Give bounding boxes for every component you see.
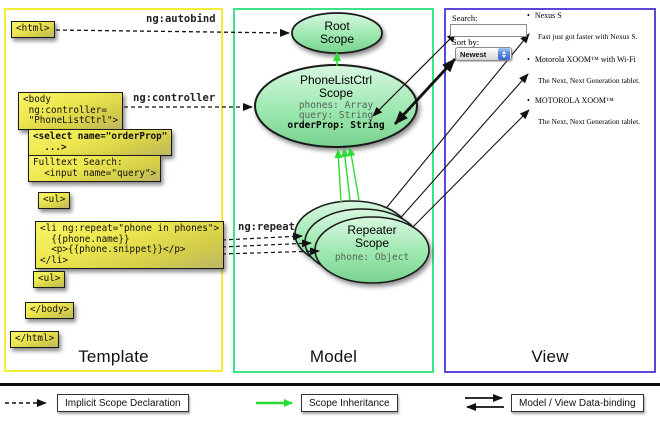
legend-model-view-data-binding: Model / View Data-binding xyxy=(511,394,644,412)
dropdown-stepper-icon xyxy=(498,48,510,60)
code-body-open: <body ng:controller= "PhoneListCtrl"> xyxy=(18,92,124,130)
phone-name: Motorola XOOM™ with Wi-Fi xyxy=(534,55,636,64)
controller-label: ng:controller xyxy=(133,92,216,104)
phone-name: Nexus S xyxy=(534,11,562,20)
legend-scope-inheritance: Scope Inheritance xyxy=(301,394,398,412)
template-panel-label: Template xyxy=(78,347,149,366)
phone-list-item: • Motorola XOOM™ with Wi-Fi The Next, Ne… xyxy=(527,55,655,85)
bullet-icon: • xyxy=(527,11,530,20)
phone-list-item: • MOTOROLA XOOM™ The Next, Next Generati… xyxy=(527,96,655,126)
search-input[interactable] xyxy=(450,24,527,37)
phone-name: MOTOROLA XOOM™ xyxy=(534,96,614,105)
code-li-repeat: <li ng:repeat="phone in phones"> {{phone… xyxy=(35,221,225,270)
search-label: Search: xyxy=(452,13,478,23)
phone-snippet: The Next, Next Generation tablet. xyxy=(538,117,641,126)
sort-dropdown[interactable]: Newest xyxy=(455,47,512,61)
repeat-label: ng:repeat xyxy=(238,221,295,233)
phone-snippet: Fast just got faster with Nexus S. xyxy=(538,32,638,41)
code-ul-open: <ul> xyxy=(38,192,71,209)
code-fulltext: Fulltext Search: <input name="query"> xyxy=(28,155,162,183)
code-html-close: </html> xyxy=(10,331,60,348)
code-html-open: <html> xyxy=(11,21,55,38)
phone-list-item: • Nexus S Fast just got faster with Nexu… xyxy=(527,11,655,41)
model-panel-label: Model xyxy=(309,347,358,366)
model-panel xyxy=(233,8,434,373)
autobind-label: ng:autobind xyxy=(146,13,216,25)
code-ul-close: <ul> xyxy=(33,271,66,288)
sort-dropdown-value: Newest xyxy=(460,49,487,59)
code-body-close: </body> xyxy=(25,302,75,319)
bullet-icon: • xyxy=(527,55,530,64)
view-panel-label: View xyxy=(531,347,569,366)
phone-snippet: The Next, Next Generation tablet. xyxy=(538,76,641,85)
legend-separator xyxy=(0,383,660,386)
bullet-icon: • xyxy=(527,96,530,105)
code-select: <select name="orderProp" ...> xyxy=(28,129,173,157)
legend-implicit-scope-declaration: Implicit Scope Declaration xyxy=(57,394,189,412)
sort-by-label: Sort by: xyxy=(452,37,480,47)
